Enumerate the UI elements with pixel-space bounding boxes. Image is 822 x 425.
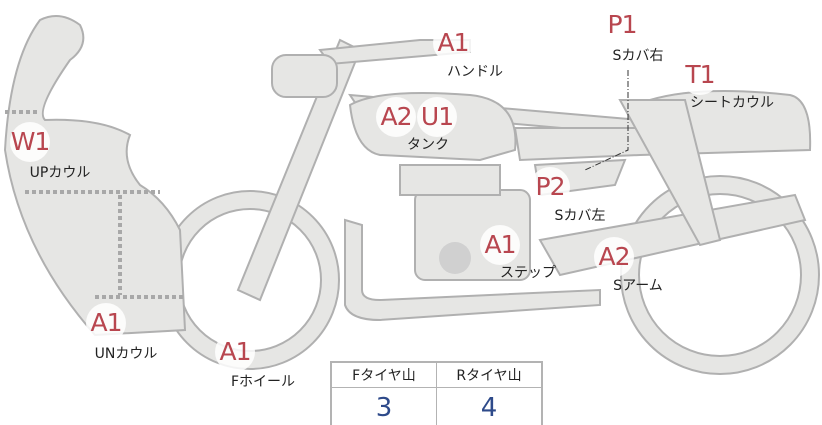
part-label-step: ステップ [500,265,556,281]
grade-badge-swing-arm: A2 [594,237,634,277]
part-label-upper-cowl: UPカウル [29,165,91,181]
grade-badge-side-cover-right: P1 [602,5,642,45]
part-label-seat-cowl: シートカウル [690,95,774,111]
front-cowl [3,15,187,337]
part-label-under-cowl: UNカウル [94,346,158,362]
grade-badge-seat-cowl: T1 [680,55,720,95]
grade-badge-handle: A1 [433,23,473,63]
rear-tire-value: 4 [436,387,543,425]
grade-badge-tank-u: U1 [417,97,457,137]
exhaust [344,218,601,322]
part-label-handle: ハンドル [447,64,503,80]
grade-badge-side-cover-left: P2 [530,167,570,207]
front-tire-header: Fタイヤ山 [330,361,437,388]
grade-badge-upper-cowl: W1 [10,122,50,162]
part-label-tank: タンク [407,137,449,153]
headlight [271,54,338,98]
grade-badge-front-wheel: A1 [215,332,255,372]
grade-badge-tank-a: A2 [376,97,416,137]
grade-badge-under-cowl: A1 [86,303,126,343]
rear-tire-header: Rタイヤ山 [436,361,543,388]
grade-badge-step: A1 [480,225,520,265]
part-label-front-wheel: Fホイール [230,374,296,390]
part-label-side-cover-left: Sカバ左 [554,208,606,224]
tire-tread-table: Fタイヤ山 Rタイヤ山 3 4 [330,361,543,425]
part-label-swing-arm: Sアーム [613,278,663,294]
front-tire-value: 3 [330,387,437,425]
part-label-side-cover-right: Sカバ右 [612,48,664,64]
